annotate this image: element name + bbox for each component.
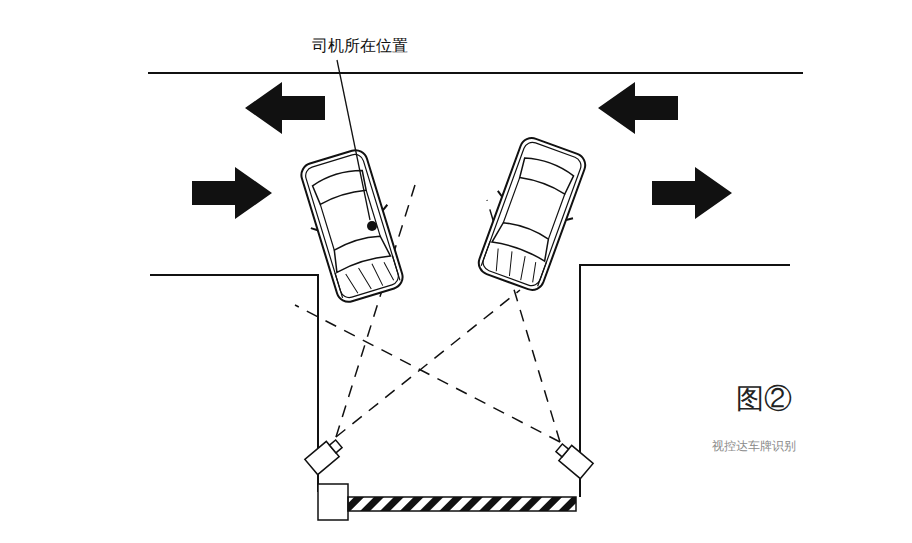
barrier-box (318, 484, 348, 520)
barrier-arm (348, 497, 576, 511)
callout-label: 司机所在位置 (312, 36, 408, 57)
entrance-wall (580, 265, 790, 497)
car (293, 145, 412, 306)
figure-number: 图② (736, 380, 792, 418)
driver-dot (367, 221, 377, 231)
road-edge (148, 72, 803, 74)
traffic-arrows (192, 82, 732, 219)
leader-line (337, 60, 370, 220)
entrance-wall (150, 275, 318, 492)
watermark: 视控达车牌识别 (712, 438, 796, 455)
camera (305, 436, 593, 478)
car (470, 133, 594, 296)
